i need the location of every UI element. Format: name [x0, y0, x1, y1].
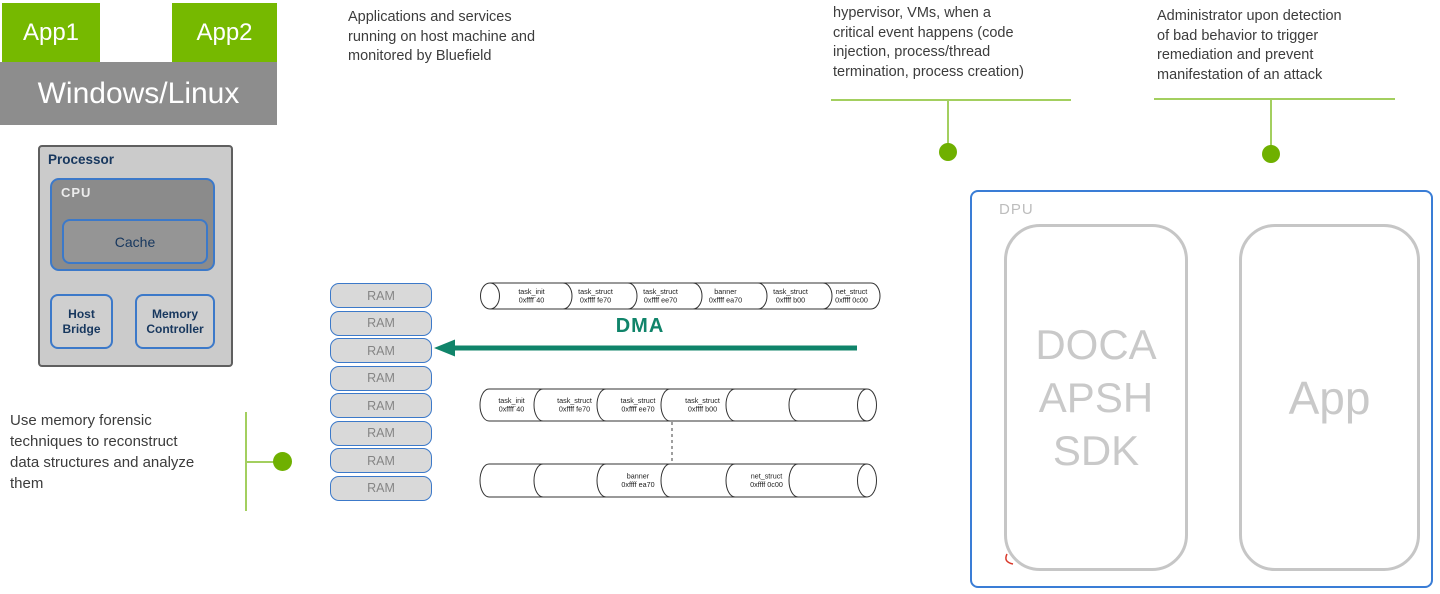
app1-box: App1 [2, 3, 100, 62]
cylinder-outline [490, 282, 881, 310]
ram-box: RAM [330, 475, 432, 501]
cylinder-endcap [857, 463, 877, 498]
connector-dot-administrator [1262, 145, 1280, 163]
processor-label: Processor [48, 152, 115, 167]
processor-box: Processor CPU Cache Host Bridge Memory C… [38, 145, 233, 367]
ram-box: RAM [330, 338, 432, 363]
ram-box: RAM [330, 420, 432, 446]
cylinder-divider [660, 388, 671, 422]
host-bridge-box: Host Bridge [50, 294, 113, 349]
ram-box: RAM [330, 310, 432, 336]
note-memory-forensics: Use memory forensic techniques to recons… [10, 412, 195, 492]
cpu-label: CPU [61, 185, 92, 200]
cylinder-divider [533, 463, 544, 498]
note-critical-events: hypervisor, VMs, when a critical event h… [833, 5, 1024, 80]
cylinder-divider [725, 388, 736, 422]
ram-box: RAM [330, 448, 432, 473]
cylinder-divider [822, 282, 833, 310]
cylinder-divider [660, 463, 671, 498]
cpu-box: CPU Cache [50, 178, 215, 271]
cylinder-divider [596, 463, 607, 498]
dma-label: DMA [615, 315, 665, 337]
memory-controller-box: Memory Controller [135, 294, 215, 349]
ram-box: RAM [330, 283, 432, 308]
dpu-label: DPU [999, 201, 1034, 218]
underline-critical-events [831, 99, 1071, 101]
connector-line-critical-events [947, 101, 949, 145]
cache-label: Cache [114, 233, 156, 250]
connector-line-memory-forensics [247, 461, 275, 463]
cylinder-divider [596, 388, 607, 422]
note-administrator: Administrator upon detection of bad beha… [1157, 8, 1342, 83]
cylinder-outline [479, 388, 867, 422]
connector-dot-memory-forensics [273, 452, 292, 471]
doca-apsh-sdk-box: DOCA APSH SDK [1004, 224, 1188, 571]
cylinder-divider [562, 282, 573, 310]
cylinder-divider [692, 282, 703, 310]
os-box: Windows/Linux [0, 62, 277, 125]
connector-dot-critical-events [939, 143, 957, 161]
dpu-app-box: App [1239, 224, 1420, 571]
cylinder-divider [757, 282, 768, 310]
cylinder-divider [533, 388, 544, 422]
underline-administrator [1154, 98, 1395, 100]
cylinder-endcap [857, 388, 877, 422]
cylinder-divider [627, 282, 638, 310]
dpu-box: DPU DOCA APSH SDK App [970, 190, 1433, 588]
cylinder-outline [479, 463, 867, 498]
dpu-app-label: App [1288, 371, 1371, 424]
dma-arrow-head [434, 339, 455, 357]
doca-apsh-sdk-label: DOCA APSH SDK [1035, 321, 1157, 474]
note-apps-monitored: Applications and services running on hos… [348, 9, 536, 64]
cylinder-divider [788, 463, 799, 498]
cache-box: Cache [62, 219, 208, 264]
bracket-line-memory-forensics [245, 412, 247, 511]
red-squiggle-mark [1005, 553, 1014, 565]
ram-box: RAM [330, 365, 432, 391]
ram-box: RAM [330, 393, 432, 418]
cylinder-divider [788, 388, 799, 422]
connector-line-administrator [1270, 100, 1272, 147]
cylinder-endcap [480, 282, 500, 310]
cylinder-divider [725, 463, 736, 498]
app2-box: App2 [172, 3, 277, 62]
